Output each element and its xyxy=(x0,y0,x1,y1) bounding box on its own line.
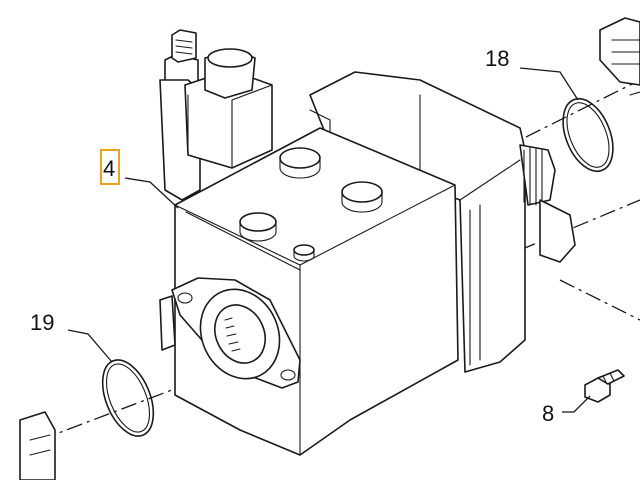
leader-19 xyxy=(67,329,113,363)
upper-right-fitting xyxy=(599,17,640,96)
lower-left-part xyxy=(19,411,56,480)
bolt-part xyxy=(584,369,625,403)
leader-4 xyxy=(124,177,179,209)
leader-8 xyxy=(562,395,591,413)
solenoid-valve xyxy=(159,29,273,201)
callouts: 18 4 19 8 xyxy=(30,46,554,426)
callout-18: 18 xyxy=(485,46,509,71)
callout-4: 4 xyxy=(103,156,115,181)
callout-19: 19 xyxy=(30,310,54,335)
callout-8: 8 xyxy=(542,401,554,426)
leader-lines xyxy=(67,67,591,413)
centerline-right xyxy=(519,199,640,251)
centerline-bolt xyxy=(559,279,640,321)
o-ring-19 xyxy=(101,359,155,437)
callout-4-highlight xyxy=(100,149,120,185)
front-flange xyxy=(159,277,301,389)
leader-18 xyxy=(519,67,579,101)
centerline-upper xyxy=(499,79,640,151)
rear-gear xyxy=(519,144,576,263)
o-ring-18 xyxy=(562,98,614,172)
